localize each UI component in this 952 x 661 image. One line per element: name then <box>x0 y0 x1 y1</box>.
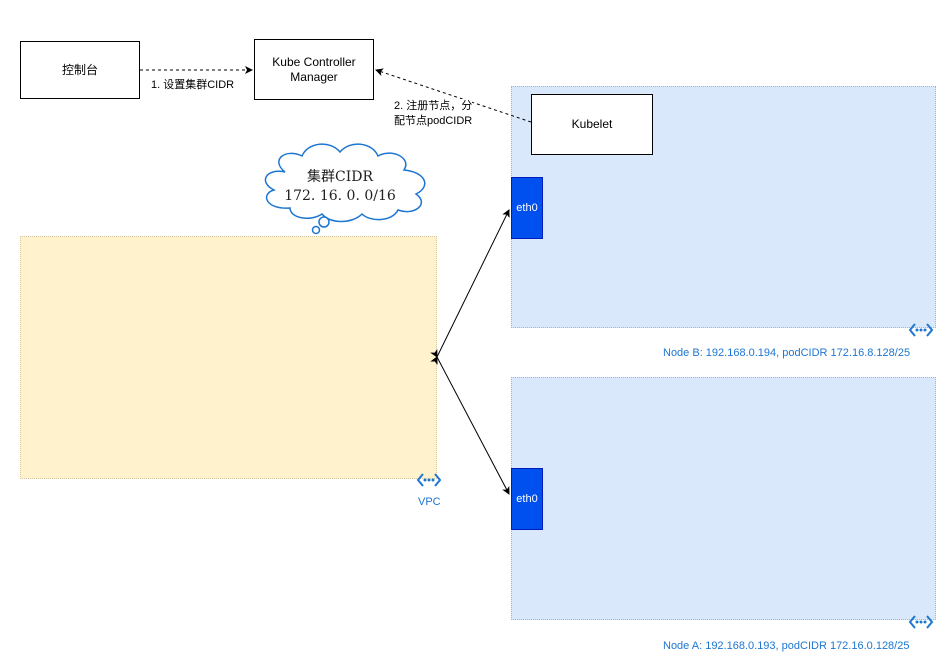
node-a-label: Node A: 192.168.0.193, podCIDR 172.16.0.… <box>663 640 910 652</box>
cluster-cidr-title: 集群CIDR <box>306 169 373 185</box>
set-cidr-label: 1. 设置集群CIDR <box>151 78 235 92</box>
kubelet-box[interactable]: Kubelet <box>531 94 653 155</box>
register-node-label-line1: 2. 注册节点，分 <box>394 99 473 113</box>
node-b-eth0-label: eth0 <box>516 202 538 214</box>
node-b-eth0[interactable]: eth0 <box>511 177 543 239</box>
node-a-region <box>511 377 936 620</box>
node-a-virtual-network-icon <box>908 615 934 629</box>
cluster-cidr-value: 172. 16. 0. 0/16 <box>284 188 396 204</box>
kube-controller-manager-box[interactable]: Kube Controller Manager <box>254 39 374 100</box>
console-box[interactable]: 控制台 <box>20 41 140 99</box>
kcm-label-line1: Kube Controller <box>272 54 356 69</box>
vpc-region <box>20 236 437 479</box>
node-a-eth0[interactable]: eth0 <box>511 468 543 530</box>
kcm-label-line2: Manager <box>290 69 338 84</box>
node-b-virtual-network-icon <box>908 323 934 337</box>
register-node-label-line2: 配节点podCIDR <box>394 114 473 128</box>
console-label: 控制台 <box>61 62 98 77</box>
vpc-virtual-network-icon <box>416 473 442 487</box>
vpc-node-a-link <box>430 348 510 495</box>
node-b-label: Node B: 192.168.0.194, podCIDR 172.16.8.… <box>663 347 911 359</box>
node-a-eth0-label: eth0 <box>516 493 538 505</box>
vpc-label: VPC <box>418 496 441 508</box>
kubelet-label: Kubelet <box>571 117 613 131</box>
vpc-node-b-link <box>430 209 510 366</box>
cluster-cidr-callout: 集群CIDR 172. 16. 0. 0/16 <box>270 168 410 206</box>
